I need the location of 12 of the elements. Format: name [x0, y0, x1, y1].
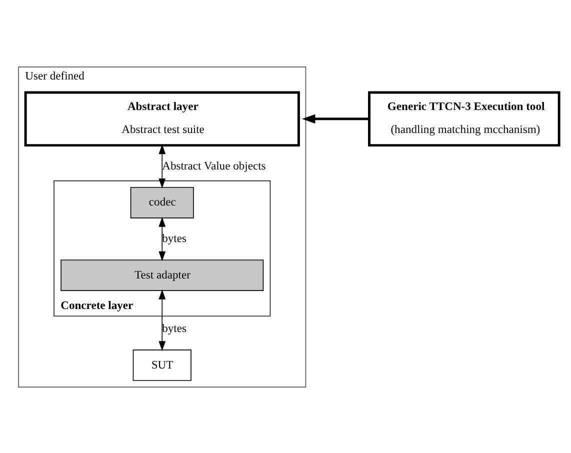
node-box: Test adapter: [60, 259, 264, 290]
edge-label: bytes: [162, 232, 186, 245]
arrow: [158, 216, 166, 261]
node-box: codec: [130, 186, 194, 218]
node-box: Generic TTCN-3 Execution tool (handling matching mcchanism): [368, 90, 560, 146]
node-box: SUT: [132, 349, 192, 380]
node-box: Abstract layer Abstract test suite: [24, 90, 300, 146]
edge-label: bytes: [162, 322, 186, 334]
edge-label: Abstract Value objects: [162, 160, 266, 172]
arrow: [158, 288, 166, 351]
arrow: [302, 114, 369, 124]
arrow: [158, 144, 166, 188]
